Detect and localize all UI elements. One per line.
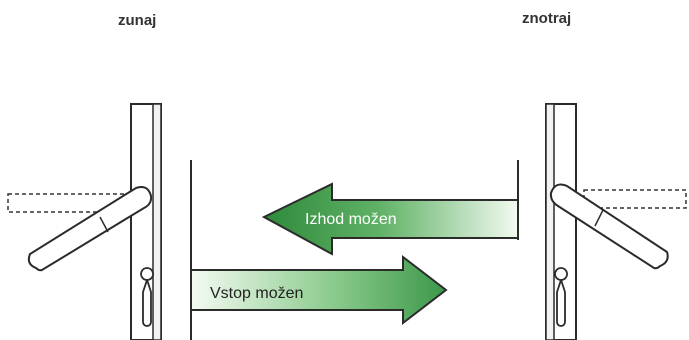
label-outside: zunaj (118, 12, 157, 29)
outside-door-inner-edge (152, 103, 162, 340)
entry-arrow: Vstop možen (190, 254, 448, 326)
outside-handle-solid (27, 186, 153, 272)
outside-keyhole-icon (140, 267, 154, 327)
inside-handle-seam (594, 209, 604, 227)
exit-arrow-label: Izhod možen (305, 211, 397, 228)
label-inside: znotraj (522, 10, 572, 27)
outside-door (7, 103, 162, 340)
outside-handle-seam (99, 216, 109, 233)
exit-arrow: Izhod možen (261, 182, 519, 256)
exit-arrow-shape (261, 182, 519, 256)
inside-handle-solid (549, 183, 669, 270)
inside-door-inner-edge (545, 103, 555, 340)
entry-arrow-label: Vstop možen (210, 285, 303, 302)
inside-door (545, 103, 687, 340)
inside-handle-dashed (583, 189, 687, 209)
entry-arrow-shape (190, 254, 448, 326)
inside-keyhole-icon (554, 267, 568, 327)
